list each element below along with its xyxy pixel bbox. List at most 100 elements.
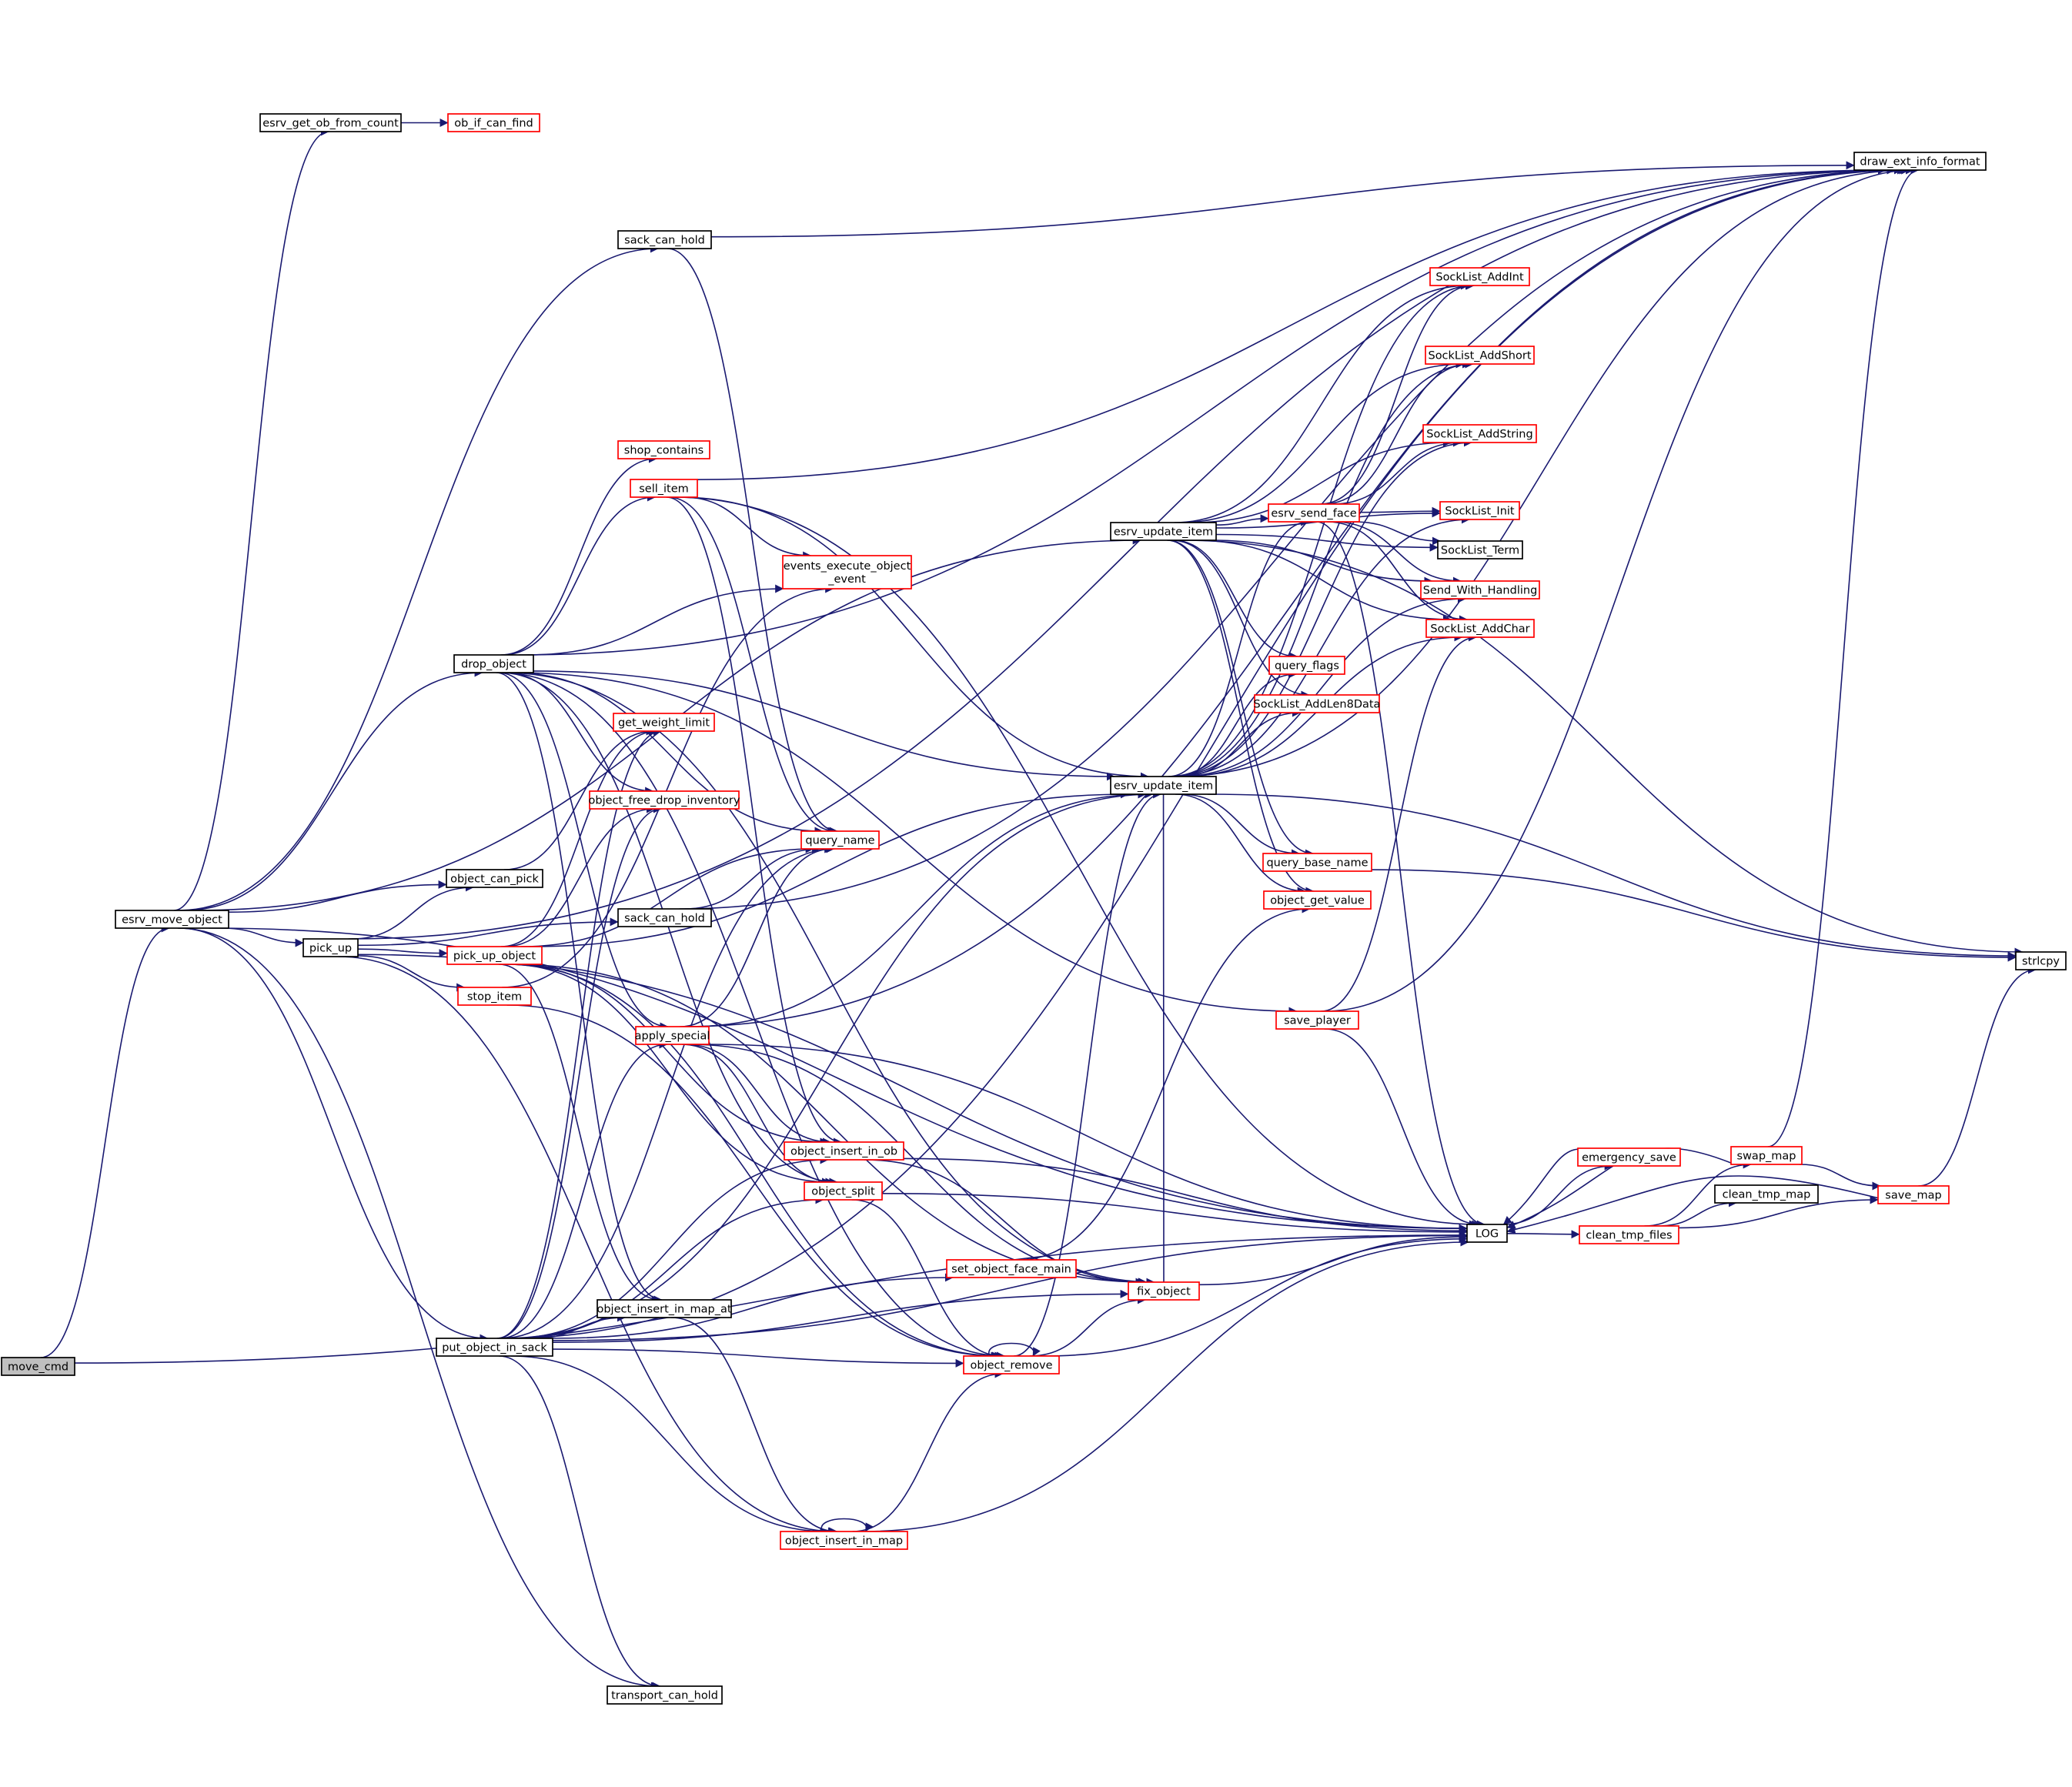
edge-pick-up-to-log xyxy=(357,954,1468,1233)
node-query-flags[interactable]: query_flags xyxy=(1268,656,1345,675)
edge-esrv-move-object-to-transport-can-hold xyxy=(177,927,660,1691)
node-set-object-face-main[interactable]: set_object_face_main xyxy=(946,1259,1077,1278)
edge-esrv-update-item-mid-to-socklist-addshort xyxy=(1169,359,1474,777)
node-strlcpy[interactable]: strlcpy xyxy=(2015,951,2067,970)
node-shop-contains[interactable]: shop_contains xyxy=(617,440,710,459)
node-label: sell_item xyxy=(639,483,689,496)
node-socklist-init[interactable]: SockList_Init xyxy=(1439,501,1520,520)
node-label: SockList_AddLen8Data xyxy=(1254,699,1381,711)
node-drop-object[interactable]: drop_object xyxy=(453,654,534,673)
node-query-base-name[interactable]: query_base_name xyxy=(1262,853,1372,872)
node-socklist-addchar[interactable]: SockList_AddChar xyxy=(1425,619,1535,638)
node-label: SockList_Term xyxy=(1441,545,1519,557)
node-box xyxy=(784,1141,904,1161)
node-swap-map[interactable]: swap_map xyxy=(1730,1146,1803,1165)
node-label: esrv_move_object xyxy=(122,914,222,927)
node-emergency-save[interactable]: emergency_save xyxy=(1577,1147,1681,1167)
nodes-layer: move_cmd esrv_move_object esrv_get_ob_from… xyxy=(1,113,2067,1705)
node-box xyxy=(1853,152,1987,171)
edge-move-cmd-to-log xyxy=(74,1231,1468,1364)
node-fix-object[interactable]: fix_object xyxy=(1128,1281,1200,1301)
edge-object-remove-to-object-remove xyxy=(988,1342,1041,1357)
node-clean-tmp-files[interactable]: clean_tmp_files xyxy=(1579,1225,1679,1244)
node-box xyxy=(436,1338,553,1357)
node-socklist-addint[interactable]: SockList_AddInt xyxy=(1429,267,1530,286)
node-apply-special[interactable]: apply_special xyxy=(635,1026,710,1045)
node-ob-if-can-find[interactable]: ob_if_can_find xyxy=(447,113,540,132)
node-pick-up-object[interactable]: pick_up_object xyxy=(446,946,543,965)
node-sack-can-hold-mid[interactable]: sack_can_hold xyxy=(617,908,712,927)
node-object-insert-in-map[interactable]: object_insert_in_map xyxy=(780,1531,908,1550)
node-get-weight-limit[interactable]: get_weight_limit xyxy=(613,713,715,732)
node-label: SockList_AddChar xyxy=(1430,623,1529,636)
node-send-with-handling[interactable]: Send_With_Handling xyxy=(1420,580,1540,600)
node-transport-can-hold[interactable]: transport_can_hold xyxy=(607,1685,723,1705)
edge-save-player-to-draw-ext-info-format xyxy=(1323,165,1914,1012)
edge-put-object-in-sack-to-query-name xyxy=(500,844,835,1339)
node-object-remove[interactable]: object_remove xyxy=(963,1355,1060,1374)
node-object-insert-in-ob[interactable]: object_insert_in_ob xyxy=(784,1141,904,1161)
node-save-player[interactable]: save_player xyxy=(1275,1010,1359,1030)
edge-save-map-to-log xyxy=(1506,1175,1879,1234)
node-box xyxy=(1466,1224,1508,1243)
node-box xyxy=(446,946,543,965)
edge-sell-item-to-esrv-update-item-mid xyxy=(678,496,1149,781)
node-events-execute-object-event[interactable]: events_execute_object_event xyxy=(782,555,912,590)
node-move-cmd[interactable]: move_cmd xyxy=(1,1357,75,1376)
node-label: SockList_AddInt xyxy=(1435,272,1524,284)
node-label: fix_object xyxy=(1137,1286,1191,1298)
node-socklist-addshort[interactable]: SockList_AddShort xyxy=(1425,346,1535,365)
node-save-map[interactable]: save_map xyxy=(1877,1185,1950,1204)
edge-pick-up-object-to-object-split xyxy=(507,964,831,1187)
node-query-name[interactable]: query_name xyxy=(800,830,880,850)
edge-swap-map-to-save-map xyxy=(1800,1164,1881,1191)
node-log[interactable]: LOG xyxy=(1466,1224,1508,1243)
node-stop-item[interactable]: stop_item xyxy=(457,987,532,1006)
node-sell-item[interactable]: sell_item xyxy=(630,479,698,498)
node-object-get-value[interactable]: object_get_value xyxy=(1263,890,1372,910)
node-draw-ext-info-format[interactable]: draw_ext_info_format xyxy=(1853,152,1987,171)
edge-pick-up-object-to-object-remove xyxy=(505,964,1001,1361)
node-socklist-addstring[interactable]: SockList_AddString xyxy=(1422,424,1537,443)
node-object-split[interactable]: object_split xyxy=(804,1181,883,1201)
edge-object-insert-in-ob-to-fix-object xyxy=(864,1159,1145,1287)
node-put-object-in-sack[interactable]: put_object_in_sack xyxy=(436,1338,553,1357)
edge-sack-can-hold-mid-to-query-name xyxy=(684,844,821,910)
edge-put-object-in-sack-to-fix-object xyxy=(552,1289,1129,1343)
edge-apply-special-to-object-insert-in-ob xyxy=(685,1044,831,1147)
edge-sell-item-to-draw-ext-info-format xyxy=(697,165,1887,480)
node-box xyxy=(1275,1010,1359,1030)
node-esrv-send-face[interactable]: esrv_send_face xyxy=(1268,503,1360,523)
node-box xyxy=(1262,853,1372,872)
node-label: events_execute_object xyxy=(784,560,911,573)
edge-esrv-move-object-to-esrv-get-ob-from-count xyxy=(173,127,329,911)
node-label: shop_contains xyxy=(624,445,703,457)
edge-sell-item-to-object-insert-in-ob xyxy=(666,496,842,1147)
node-box xyxy=(453,654,534,673)
node-box xyxy=(1425,619,1535,638)
node-label: strlcpy xyxy=(2022,956,2060,968)
node-object-free-drop-inventory[interactable]: object_free_drop_inventory xyxy=(589,790,740,810)
node-esrv-update-item-top[interactable]: esrv_update_item xyxy=(1110,522,1217,541)
edge-pick-up-object-to-query-name xyxy=(520,844,814,947)
node-socklist-term[interactable]: SockList_Term xyxy=(1437,540,1523,559)
node-esrv-get-ob-from-count[interactable]: esrv_get_ob_from_count xyxy=(259,113,402,132)
node-label: object_insert_in_map_at xyxy=(597,1304,731,1316)
node-pick-up[interactable]: pick_up xyxy=(302,938,359,957)
node-esrv-update-item-mid[interactable]: esrv_update_item xyxy=(1110,776,1217,795)
node-object-can-pick[interactable]: object_can_pick xyxy=(446,869,543,888)
node-socklist-addlen8data[interactable]: SockList_AddLen8Data xyxy=(1254,694,1381,713)
node-box xyxy=(1577,1147,1681,1167)
node-sack-can-hold-top[interactable]: sack_can_hold xyxy=(617,230,712,249)
node-esrv-move-object[interactable]: esrv_move_object xyxy=(115,910,229,929)
node-label: draw_ext_info_format xyxy=(1860,156,1980,169)
node-clean-tmp-map[interactable]: clean_tmp_map xyxy=(1714,1184,1819,1204)
node-label: object_can_pick xyxy=(450,873,539,886)
node-label: swap_map xyxy=(1737,1151,1796,1163)
edge-clean-tmp-files-to-clean-tmp-map xyxy=(1659,1198,1737,1227)
edge-pick-up-object-to-object-insert-in-ob xyxy=(510,964,829,1147)
node-label: object_get_value xyxy=(1270,895,1365,907)
edge-apply-special-to-query-name xyxy=(680,844,834,1027)
node-label: LOG xyxy=(1475,1228,1499,1241)
node-object-insert-in-map-at[interactable]: object_insert_in_map_at xyxy=(597,1299,732,1318)
